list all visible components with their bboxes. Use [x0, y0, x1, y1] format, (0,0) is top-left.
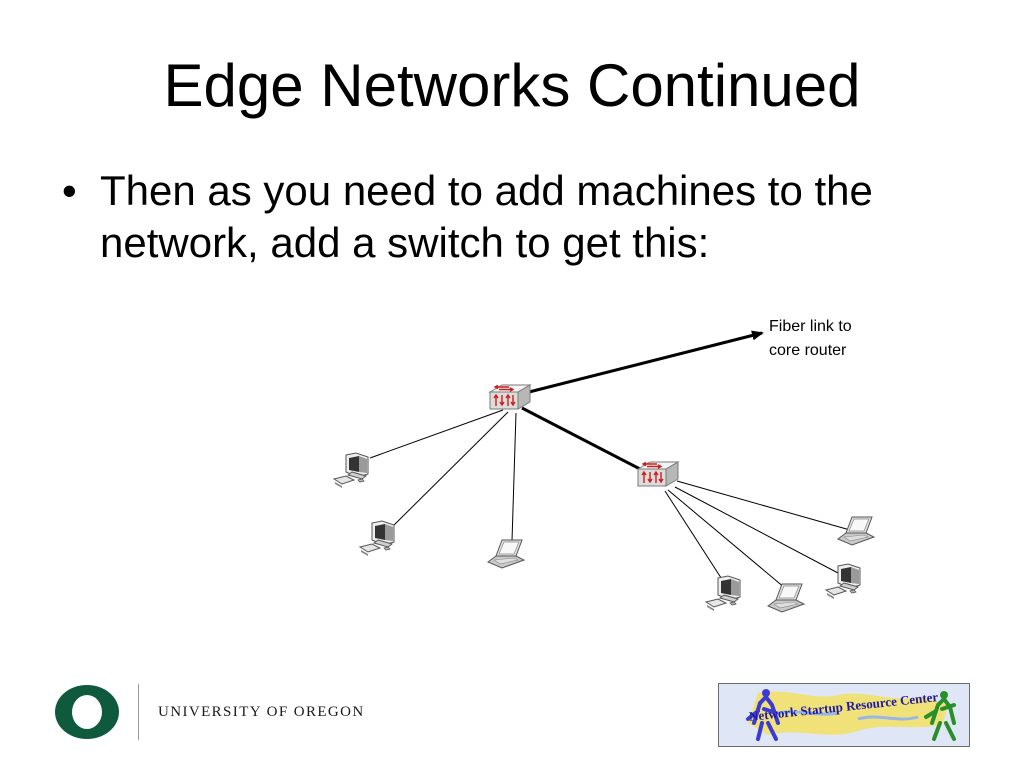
switch-interconnect-link [521, 406, 643, 472]
link-switch2-desktop-4 [664, 490, 726, 585]
desktop-computer-icon [333, 452, 369, 489]
bullet-marker: • [62, 167, 77, 214]
laptop-icon [767, 583, 805, 613]
desktop-computer-icon [359, 520, 395, 557]
link-switch2-desktop-3 [674, 486, 839, 574]
bullet-list: • Then as you need to add machines to th… [58, 165, 988, 269]
bullet-text: Then as you need to add machines to the … [100, 167, 873, 266]
link-switch1-desktop-1 [369, 409, 504, 459]
page-title: Edge Networks Continued [163, 52, 861, 119]
footer-divider [138, 684, 139, 740]
link-switch1-desktop-2 [386, 411, 509, 533]
fiber-link-to-core-router [528, 330, 764, 394]
fiber-link-annotation: Fiber link to core router [769, 318, 856, 359]
bullet-item: • Then as you need to add machines to th… [58, 165, 988, 269]
link-switch2-laptop-2 [676, 480, 851, 531]
fiber-annotation-line-2: core router [769, 342, 847, 359]
laptop-icon [837, 516, 875, 546]
nsrc-logo: Network Startup Resource Center [718, 683, 970, 747]
links [369, 330, 851, 589]
university-name: UNIVERSITY OF OREGON [158, 704, 365, 720]
desktop-computer-icon [705, 575, 741, 612]
university-o-logo-icon [55, 685, 119, 739]
laptop-icon [487, 539, 525, 569]
link-switch2-laptop-3 [667, 489, 786, 589]
fiber-annotation-line-1: Fiber link to [769, 318, 852, 335]
link-switch1-laptop-1 [511, 412, 517, 542]
network-switch-icon [637, 461, 679, 487]
network-switch-icon [489, 384, 531, 410]
